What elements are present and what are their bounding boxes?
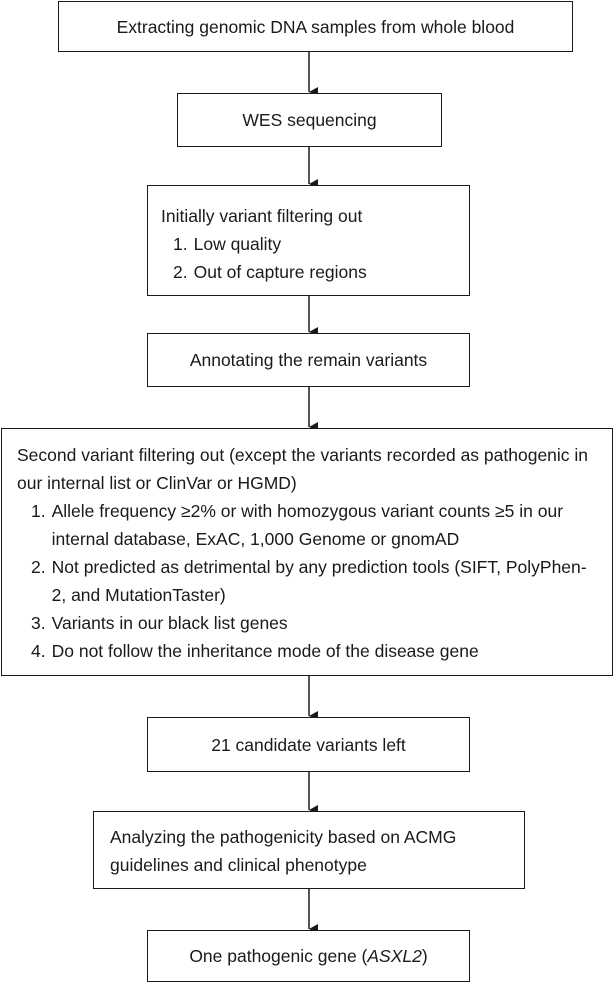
- step-wes-text: WES sequencing: [242, 110, 377, 130]
- list-item: 4. Do not follow the inheritance mode of…: [31, 641, 479, 661]
- list-item: 2. Not predicted as detrimental by any p…: [31, 557, 587, 605]
- list-item: 3. Variants in our black list genes: [31, 613, 288, 633]
- step-result: One pathogenic gene (ASXL2): [147, 930, 470, 982]
- gene-name: ASXL2: [367, 946, 422, 966]
- step-candidates-text: 21 candidate variants left: [211, 734, 406, 755]
- list-item: 1. Low quality: [173, 234, 282, 254]
- list-item: 2. Out of capture regions: [173, 262, 367, 282]
- second-filter-list: 1. Allele frequency ≥2% or with homozygo…: [17, 497, 592, 665]
- initial-filter-heading: Initially variant filtering out: [161, 206, 363, 226]
- step-analyze-text: Analyzing the pathogenicity based on ACM…: [110, 827, 457, 875]
- step-annotate: Annotating the remain variants: [147, 333, 470, 387]
- step-candidates: 21 candidate variants left: [147, 717, 470, 772]
- second-filter-heading: Second variant filtering out (except the…: [17, 445, 589, 493]
- list-item: 1. Allele frequency ≥2% or with homozygo…: [31, 501, 564, 549]
- step-extract-dna-text: Extracting genomic DNA samples from whol…: [116, 16, 515, 37]
- step-wes-sequencing: WES sequencing: [177, 93, 442, 147]
- step-annotate-text: Annotating the remain variants: [189, 350, 428, 370]
- step-extract-dna: Extracting genomic DNA samples from whol…: [58, 1, 573, 52]
- step-initial-filter: Initially variant filtering out 1. Low q…: [147, 185, 470, 296]
- step-analyze: Analyzing the pathogenicity based on ACM…: [93, 811, 525, 889]
- initial-filter-list: 1. Low quality 2. Out of capture regions: [161, 230, 461, 286]
- step-result-text: One pathogenic gene (ASXL2): [189, 946, 428, 966]
- step-second-filter: Second variant filtering out (except the…: [1, 428, 613, 676]
